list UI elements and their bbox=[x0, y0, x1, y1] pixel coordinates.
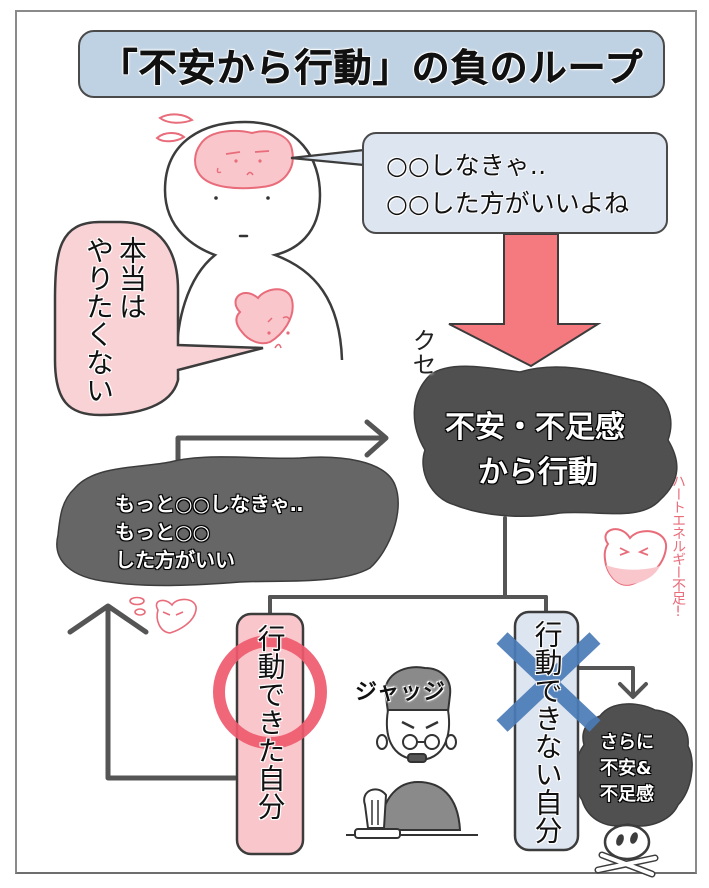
branch-connector bbox=[268, 516, 548, 617]
loop-up-arrow bbox=[67, 603, 238, 781]
loop-return-arrow bbox=[175, 419, 389, 473]
honne-text-col-1: 本当は bbox=[115, 236, 148, 320]
character-body bbox=[163, 120, 344, 381]
small-happy-heart-icon bbox=[129, 596, 197, 634]
worse-dark-cloud bbox=[574, 703, 693, 827]
down-arrow-icon bbox=[448, 233, 602, 368]
thought-line-1: ○○しなきゃ‥ bbox=[386, 151, 547, 180]
loop-thought-cloud bbox=[56, 456, 399, 587]
failure-cross-mark-icon bbox=[496, 632, 601, 732]
success-circle-mark-icon bbox=[213, 635, 327, 749]
loop-cloud-line-3: した方がいい bbox=[115, 548, 235, 572]
worse-cloud-line-1: さらに bbox=[600, 732, 654, 753]
brain-blob bbox=[194, 129, 294, 190]
page-title: 「不安から行動」の負のループ bbox=[99, 45, 644, 90]
loop-cloud-line-2: もっと○○ bbox=[115, 520, 210, 544]
sweat-drops-icon bbox=[155, 113, 194, 143]
worse-cloud-line-3: 不足感 bbox=[600, 784, 654, 805]
failure-label: 行動できない自分 bbox=[530, 620, 564, 844]
habit-label: クセ bbox=[408, 328, 436, 376]
judge-label: ジャッジ bbox=[355, 680, 446, 705]
honne-text-col-2: やりたくない bbox=[82, 236, 115, 404]
main-cloud-line-2: から行動 bbox=[478, 455, 598, 490]
heart-energy-note: ハートエネルギー不足! bbox=[670, 474, 686, 619]
main-cloud-line-1: 不安・不足感 bbox=[445, 410, 625, 445]
character-eye-left bbox=[214, 196, 218, 200]
thought-line-2: ○○した方がいいよね bbox=[386, 189, 630, 218]
title-banner: 「不安から行動」の負のループ bbox=[78, 30, 665, 98]
to-worse-arrow bbox=[576, 666, 648, 699]
skull-icon bbox=[594, 823, 659, 878]
loop-cloud-line-1: もっと○○しなきゃ‥ bbox=[115, 492, 304, 516]
main-dark-cloud bbox=[413, 365, 678, 517]
worried-heart-icon bbox=[234, 288, 294, 349]
worse-cloud-line-2: 不安& bbox=[600, 758, 652, 779]
character-figure bbox=[163, 120, 344, 381]
success-label: 行動できた自分 bbox=[253, 624, 287, 820]
judge-character bbox=[346, 666, 478, 839]
honne-speech-bubble bbox=[53, 220, 264, 417]
thought-speech-bubble: ○○しなきゃ‥ ○○した方がいいよね bbox=[362, 132, 668, 234]
character-eye-right bbox=[266, 196, 270, 200]
happy-heart-depleted-icon bbox=[603, 528, 668, 586]
